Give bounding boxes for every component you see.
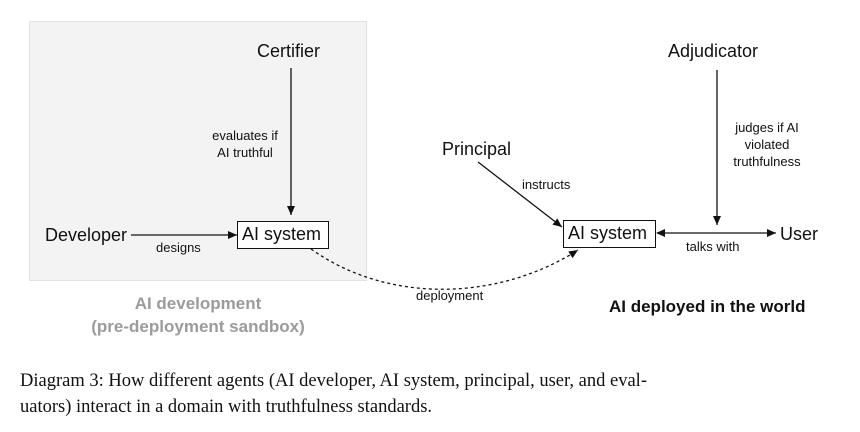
evaluates-label-line: AI truthful — [217, 145, 273, 160]
deployment-dashed-arrow — [310, 248, 579, 290]
development-region-subtitle: (pre-deployment sandbox) — [91, 317, 305, 336]
judges-label-line: violated — [744, 137, 790, 152]
development-region-label: AI development (pre-deployment sandbox) — [78, 292, 318, 338]
judges-label-line: judges if AI — [735, 120, 799, 135]
adjudicator-node: Adjudicator — [668, 41, 759, 61]
user-node: User — [780, 224, 819, 244]
caption-line: uators) interact in a domain with truthf… — [20, 397, 433, 417]
designs-label: designs — [156, 240, 201, 255]
principal-node: Principal — [442, 139, 512, 159]
certifier-node: Certifier — [257, 41, 321, 61]
principal-to-ai-system-arrow — [477, 161, 563, 228]
instructs-label: instructs — [522, 177, 571, 192]
developer-node: Developer — [45, 225, 128, 245]
development-region-title: AI development — [134, 294, 262, 313]
deployed-region-label: AI deployed in the world — [609, 297, 806, 316]
ai-system-dev-node: AI system — [237, 221, 329, 249]
diagram-caption: Diagram 3: How different agents (AI deve… — [20, 368, 835, 420]
judges-label-line: truthfulness — [733, 154, 801, 169]
ai-system-world-node: AI system — [563, 220, 656, 248]
evaluates-label-line: evaluates if — [212, 128, 278, 143]
deployment-label: deployment — [416, 288, 484, 303]
evaluates-label: evaluates if AI truthful — [200, 127, 290, 161]
judges-label: judges if AI violated truthfulness — [722, 119, 812, 170]
talks-with-label: talks with — [686, 239, 740, 254]
caption-line: Diagram 3: How different agents (AI deve… — [20, 371, 647, 391]
